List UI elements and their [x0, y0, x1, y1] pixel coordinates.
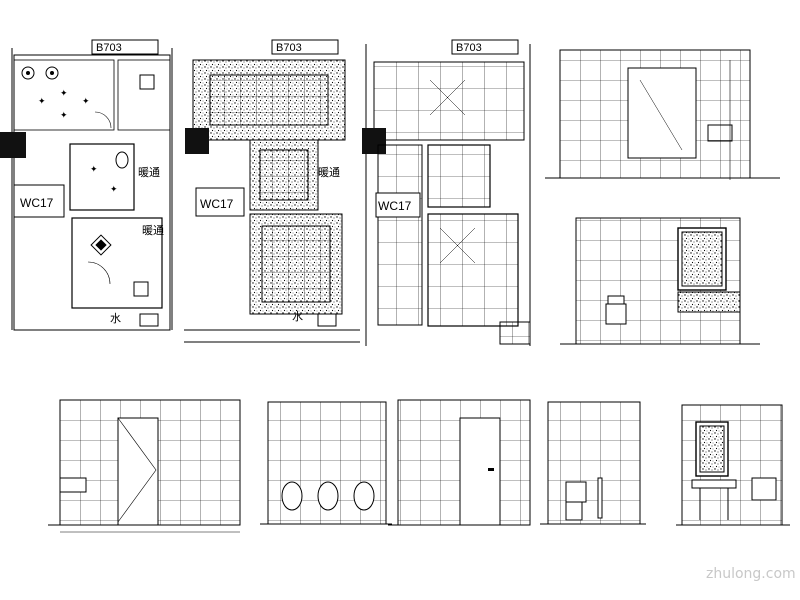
hvac-label: 暖通 — [142, 224, 164, 237]
elev-g — [676, 404, 790, 526]
hvac-label: 暖通 — [318, 166, 340, 179]
ceiling-light-icon: ✦ — [60, 88, 68, 98]
watermark: zhulong.com — [706, 566, 796, 582]
elev-a — [545, 49, 780, 180]
area-label: WC17 — [20, 196, 54, 210]
svg-text:✦: ✦ — [110, 184, 118, 194]
plan-floor-tiles: B703 WC17 — [362, 39, 531, 346]
elev-f — [540, 401, 646, 525]
ceiling-light-icon: ✦ — [38, 96, 46, 106]
area-label: WC17 — [200, 197, 234, 211]
svg-text:✦: ✦ — [90, 164, 98, 174]
elev-c — [48, 399, 241, 533]
elev-b — [560, 217, 760, 345]
plan-layout: B703 ✦ ✦ ✦ ✦ ✦ ✦ WC17 暖通 暖通 水 — [0, 39, 173, 331]
hvac-label: 暖通 — [138, 166, 160, 179]
ceiling-light-icon: ✦ — [82, 96, 90, 106]
room-code-tag: B703 — [276, 42, 302, 54]
ceiling-light-icon: ✦ — [60, 110, 68, 120]
elev-d — [260, 401, 392, 525]
water-label: 水 — [110, 312, 121, 325]
room-code-tag: B703 — [456, 42, 482, 54]
room-code-tag: B703 — [96, 42, 122, 54]
area-label: WC17 — [378, 199, 412, 213]
plan-ceiling: B703 WC17 暖通 暖通 水 — [184, 39, 360, 343]
column-block — [0, 132, 26, 158]
water-label: 水 — [292, 310, 303, 323]
elev-e — [388, 399, 531, 526]
column-block — [185, 128, 209, 154]
